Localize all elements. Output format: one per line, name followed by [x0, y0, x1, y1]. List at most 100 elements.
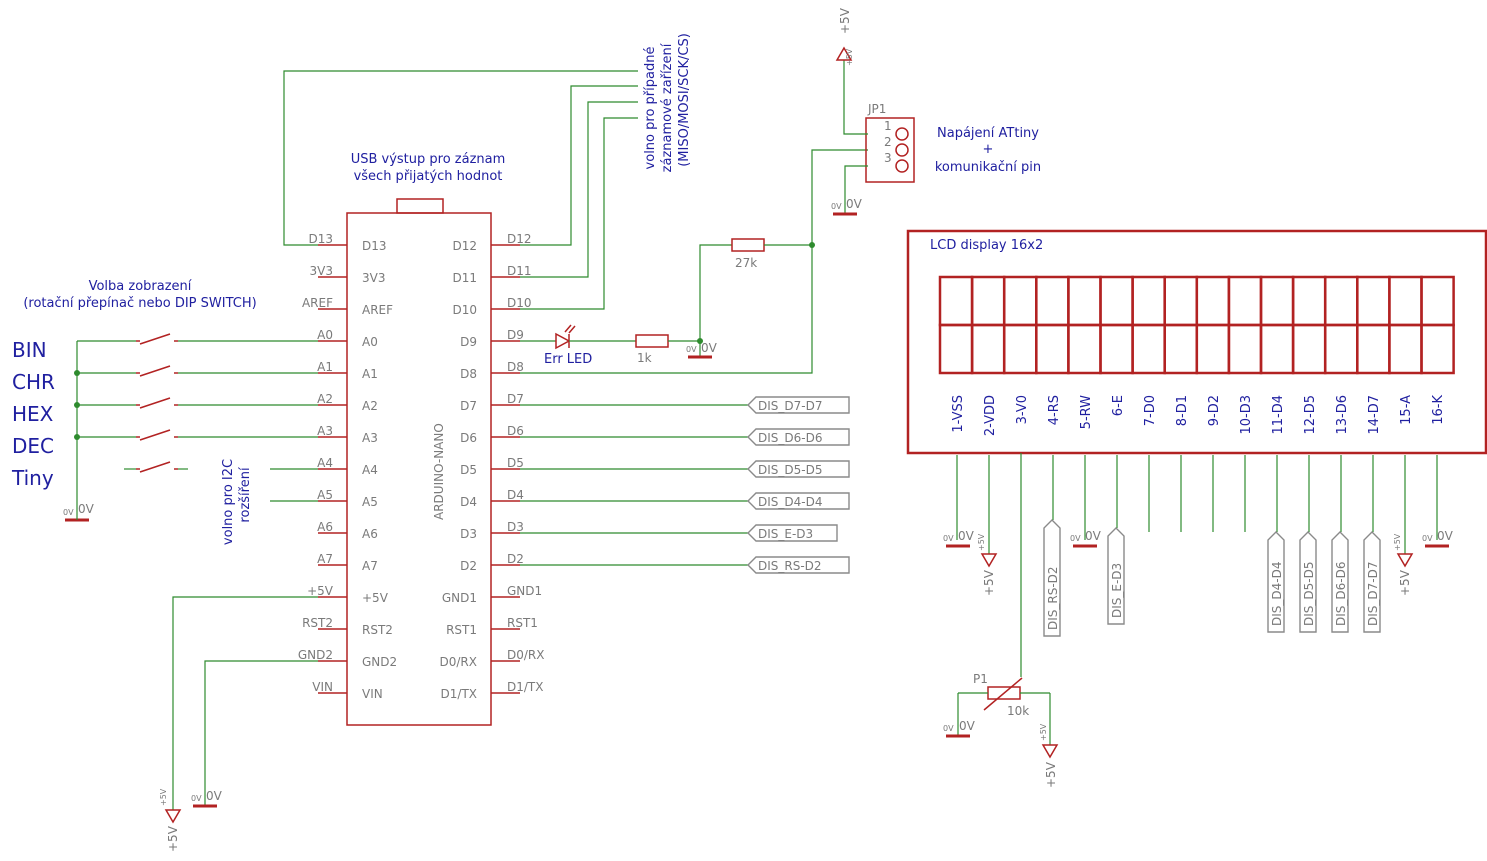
pin-name-right: RST1 — [446, 623, 477, 637]
pin-name-left: A4 — [362, 463, 378, 477]
lcd-pin-label: 3-V0 — [1015, 395, 1030, 424]
lcd-cell — [1388, 275, 1423, 327]
lcd-pin-label: 12-D5 — [1303, 395, 1318, 435]
lcd-net-label: DIS_D4-D4 — [1270, 562, 1284, 626]
mode-note: Volba zobrazení (rotační přepínač nebo D… — [23, 279, 256, 311]
lcd-pin-label: 4-RS — [1047, 395, 1062, 425]
lcd-net-label: DIS_D7-D7 — [1366, 562, 1380, 626]
net-label: GND1 — [507, 584, 542, 598]
led-icon — [555, 332, 571, 350]
pin-name-left: A6 — [362, 527, 378, 541]
gnd-label: 0V — [846, 197, 863, 211]
pin-name-right: D12 — [452, 239, 477, 253]
net-connector-label: DIS_E-D3 — [758, 527, 813, 541]
net-connector-label: DIS_D6-D6 — [758, 431, 822, 445]
lcd-cell — [1291, 275, 1327, 327]
net-connector-label: DIS_D5-D5 — [758, 463, 822, 477]
led-label: Err LED — [544, 352, 592, 367]
lcd-cell — [938, 275, 974, 327]
lcd-cell — [1163, 323, 1199, 375]
net-connector-label: DIS_D4-D4 — [758, 495, 822, 509]
lcd-cell — [1420, 323, 1455, 375]
resistor-1k — [635, 334, 669, 348]
arduino-nano: ARDUINO-NANO D13 3V3 AREF A0 A1 — [298, 198, 544, 726]
arduino-power: +5V +5V 0V 0V — [159, 596, 318, 852]
net-label: D10 — [507, 296, 532, 310]
gnd-mini-label: 0V — [191, 794, 202, 803]
lcd-cell — [1002, 323, 1038, 375]
lcd-cell — [1131, 323, 1166, 375]
mode-switches: 0V 0V — [63, 333, 318, 522]
net-connector-label: DIS_D7-D7 — [758, 399, 822, 413]
pin-name-left: +5V — [362, 591, 389, 605]
lcd-cell — [970, 275, 1006, 327]
lcd-cell — [1002, 275, 1038, 327]
net-label: D8 — [507, 360, 524, 374]
gnd-label: 0V — [701, 341, 718, 355]
left-pin-stubs — [318, 244, 347, 694]
resistor-1k-value: 1k — [637, 351, 652, 365]
net-label: 3V3 — [310, 264, 333, 278]
gnd-label: 0V — [958, 529, 975, 543]
spi-note: volno pro případné záznamové zařízení (M… — [643, 33, 692, 172]
lcd-pin-label: 1-VSS — [951, 395, 966, 433]
lcd-net-label: DIS_D5-D5 — [1302, 562, 1316, 626]
net-label: D9 — [507, 328, 524, 342]
gnd-label: 0V — [959, 719, 976, 733]
lcd-cell — [1131, 275, 1166, 327]
net-label: A5 — [317, 488, 333, 502]
net-label: A6 — [317, 520, 333, 534]
pin-name-right: D5 — [460, 463, 477, 477]
lcd-pin-label: 9-D2 — [1207, 395, 1222, 426]
mode-note-line2: (rotační přepínač nebo DIP SWITCH) — [23, 296, 256, 311]
lcd-cell — [938, 323, 974, 375]
gnd-label: 0V — [78, 502, 95, 516]
pin-name-right: D1/TX — [441, 687, 477, 701]
lcd-cell — [1195, 275, 1231, 327]
mode-label-hex: HEX — [12, 402, 54, 426]
pin-name-left: A7 — [362, 559, 378, 573]
net-label: D13 — [308, 232, 333, 246]
pin-name-left: GND2 — [362, 655, 397, 669]
pin-name-right: D9 — [460, 335, 477, 349]
jumper-name: JP1 — [867, 102, 886, 116]
gnd-label: 0V — [1085, 529, 1102, 543]
jumper-note: Napájení ATtiny + komunikační pin — [935, 126, 1041, 175]
pin-name-right: D8 — [460, 367, 477, 381]
lcd-net-label: DIS_D6-D6 — [1334, 562, 1348, 626]
vcc-mini-label: +5V — [977, 533, 986, 551]
arduino-name: ARDUINO-NANO — [432, 423, 446, 520]
lcd-cell — [1259, 275, 1295, 327]
lcd-cell — [1420, 275, 1455, 327]
jumper-note-line1: Napájení ATtiny — [937, 126, 1039, 141]
net-label: D11 — [507, 264, 532, 278]
lcd-pin-label: 2-VDD — [983, 395, 998, 436]
lcd-connections: 0V 0V +5V +5V DIS_RS-D2 0V 0V DIS_E-D3 D… — [943, 519, 1454, 637]
pin-name-left: D13 — [362, 239, 387, 253]
net-label: A0 — [317, 328, 333, 342]
net-label: D12 — [507, 232, 532, 246]
gnd-mini-label: 0V — [831, 202, 842, 211]
lcd-cell — [1227, 323, 1263, 375]
pin-name-left: 3V3 — [362, 271, 385, 285]
pin-name-left: AREF — [362, 303, 393, 317]
lcd-pin-label: 8-D1 — [1175, 395, 1190, 426]
vcc-label: +5V — [1044, 761, 1058, 788]
vcc-mini-label: +5V — [845, 48, 854, 66]
lcd-pin-label: 15-A — [1399, 395, 1414, 425]
gnd-mini-label: 0V — [943, 724, 954, 733]
mode-label-dec: DEC — [12, 434, 54, 458]
net-label: D6 — [507, 424, 524, 438]
spi-note-line1: volno pro případné — [643, 47, 658, 170]
i2c-note: volno pro I2C rozšíření — [221, 459, 253, 545]
usb-note: USB výstup pro záznam všech přijatých ho… — [351, 152, 506, 184]
net-label: A1 — [317, 360, 333, 374]
resistor-27k-value: 27k — [735, 256, 757, 270]
gnd-label: 0V — [1437, 529, 1454, 543]
lcd-cell — [1067, 323, 1102, 375]
jumper-note-line3: komunikační pin — [935, 160, 1041, 175]
pin-name-left: A5 — [362, 495, 378, 509]
lcd-pin-label: 5-RW — [1079, 395, 1094, 429]
